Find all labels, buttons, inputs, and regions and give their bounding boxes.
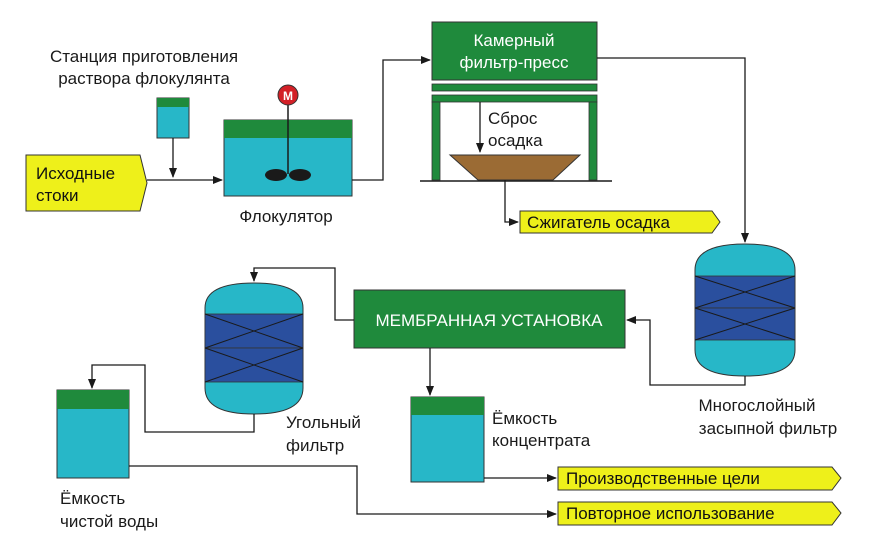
flow-arrow-to-press	[352, 56, 431, 181]
press-leg-left	[431, 101, 441, 181]
incinerator-label: Сжигатель осадка	[527, 213, 671, 232]
clean-water-tank	[56, 389, 130, 479]
flow-arrow-to-carbon	[250, 267, 354, 321]
motor-icon: М	[277, 84, 299, 106]
flocculant-station-label-2: раствора флокулянта	[58, 69, 230, 88]
flow-arrow-to-membrane	[626, 316, 746, 386]
mixer-blade-right	[289, 169, 311, 181]
concentrate-label-1: Ёмкость	[492, 409, 557, 428]
multilayer-filter-label-1: Многослойный	[699, 396, 816, 415]
filter-press-label-1: Камерный	[473, 31, 554, 50]
concentrate-tank	[410, 396, 485, 483]
flow-arrow-to-multilayer	[597, 57, 749, 243]
carbon-filter-label-1: Угольный	[286, 413, 361, 432]
mixer-blade-left	[265, 169, 287, 181]
incinerator-box	[519, 210, 721, 234]
reuse-label: Повторное использование	[566, 504, 775, 523]
flow-arrow-incinerator	[504, 180, 519, 226]
reuse-box	[557, 501, 842, 526]
sludge-label-1: Сброс	[488, 109, 538, 128]
flocculator-label: Флокулятор	[239, 207, 332, 226]
sludge-hopper	[448, 154, 582, 181]
carbon-filter	[204, 282, 304, 415]
source-label-1: Исходные	[36, 164, 115, 183]
flow-arrow-to-clean	[88, 364, 255, 433]
source-sewage-box	[25, 154, 148, 212]
source-label-2: стоки	[36, 186, 78, 205]
membrane-label: МЕМБРАННАЯ УСТАНОВКА	[375, 311, 603, 330]
clean-water-label-2: чистой воды	[60, 512, 158, 531]
multilayer-filter-label-2: засыпной фильтр	[699, 419, 837, 438]
concentrate-label-2: концентрата	[492, 431, 591, 450]
clean-water-label-1: Ёмкость	[60, 489, 125, 508]
membrane-unit	[353, 289, 626, 349]
motor-label: М	[283, 89, 293, 103]
carbon-filter-label-2: фильтр	[286, 436, 344, 455]
industrial-box	[557, 466, 842, 491]
multilayer-filter	[694, 243, 796, 377]
flocculant-station-label-1: Станция приготовления	[50, 47, 238, 66]
flow-arrow-reuse	[129, 465, 557, 518]
flocculant-tank-top	[157, 98, 189, 107]
filter-press-box	[431, 21, 598, 81]
flow-lines	[88, 56, 749, 518]
industrial-label: Производственные цели	[566, 469, 760, 488]
filter-press	[420, 21, 612, 182]
flocculant-station	[156, 97, 190, 139]
flocculator-tank	[223, 104, 353, 197]
filter-press-label-2: фильтр-пресс	[460, 53, 569, 72]
sludge-label-2: осадка	[488, 131, 543, 150]
press-leg-right	[588, 101, 598, 181]
